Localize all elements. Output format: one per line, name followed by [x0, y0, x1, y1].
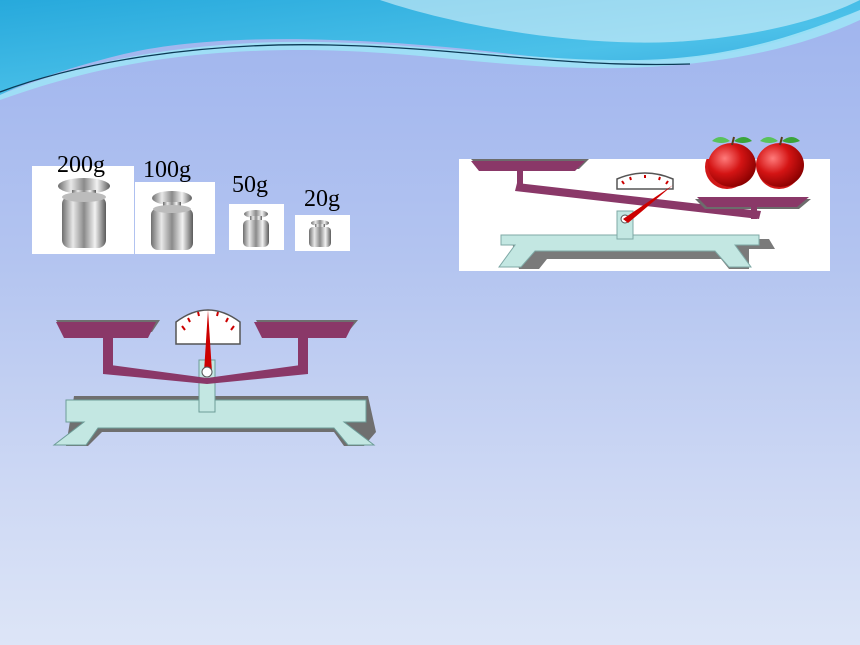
weight-20g-icon	[309, 220, 331, 247]
apple-right-icon	[756, 136, 804, 187]
weight-50g-label: 50g	[232, 172, 268, 198]
apple-left-icon	[708, 136, 756, 187]
apples-pair-icon	[708, 136, 804, 187]
weight-50g-icon	[243, 210, 269, 247]
header-wave-decoration	[0, 0, 860, 100]
weight-100g-card	[135, 182, 215, 254]
weight-50g-card	[229, 204, 284, 250]
weight-200g-card	[32, 166, 134, 254]
weight-20g-label: 20g	[304, 186, 340, 212]
weight-20g-card	[295, 215, 350, 251]
weight-200g-icon	[58, 178, 110, 248]
weight-100g-icon	[151, 191, 193, 250]
balanced-scale-illustration	[52, 309, 376, 446]
weight-100g-label: 100g	[143, 157, 191, 183]
weight-200g-label: 200g	[57, 152, 105, 178]
